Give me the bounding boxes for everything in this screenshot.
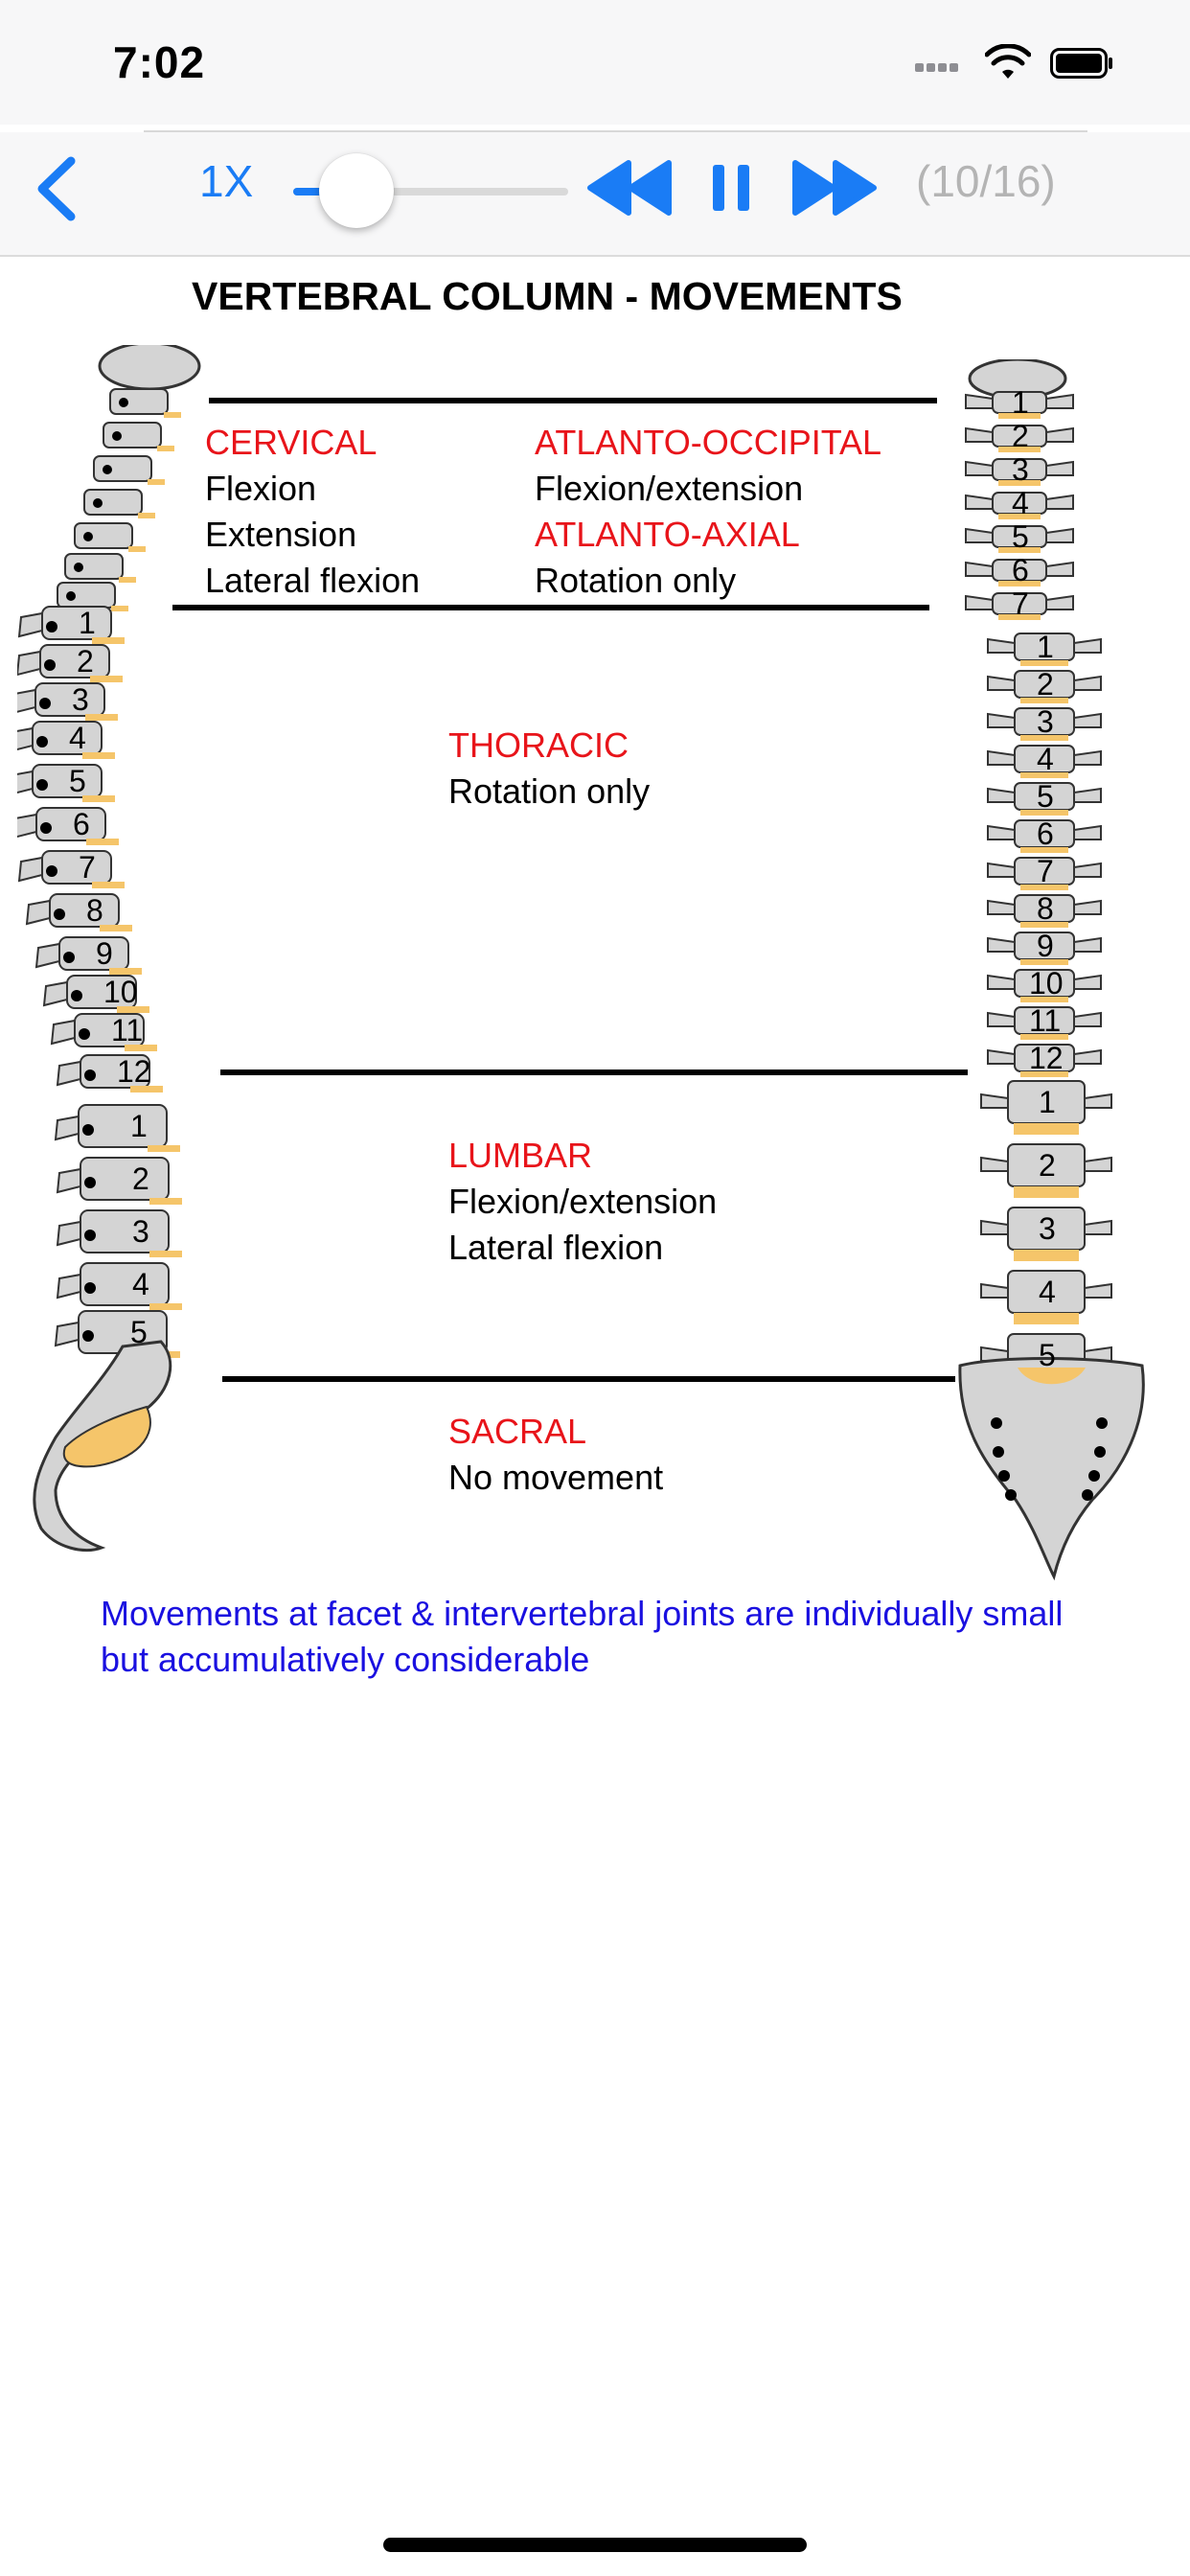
back-chevron-icon[interactable] (29, 155, 86, 222)
cervical-line: Lateral flexion (205, 561, 421, 600)
divider (220, 1070, 968, 1075)
page-counter: (10/16) (916, 156, 1056, 206)
status-time: 7:02 (113, 37, 206, 87)
vertebra-label: 1 (1039, 1085, 1056, 1119)
atlanto-axial-line: Rotation only (535, 561, 737, 600)
vertebra-label: 1 (130, 1109, 148, 1143)
vertebra-label: 4 (1039, 1275, 1056, 1309)
vertebra-label: 3 (72, 682, 89, 717)
vertebra-label: 4 (1037, 742, 1054, 776)
vertebra-label: 12 (1029, 1041, 1064, 1075)
home-indicator (383, 2538, 807, 2552)
divider (222, 1376, 955, 1382)
vertebra-label: 6 (1012, 553, 1029, 587)
rewind-icon[interactable] (586, 159, 673, 217)
vertebra-label: 9 (96, 936, 113, 971)
vertebra-label: 2 (77, 644, 94, 678)
vertebra-label: 7 (1012, 586, 1029, 621)
progress-slider[interactable] (293, 188, 568, 196)
thoracic-line: Rotation only (448, 771, 651, 811)
vertebra-label: 4 (69, 721, 86, 755)
progress-slider-thumb[interactable] (319, 153, 394, 228)
cervical-heading: CERVICAL (205, 423, 378, 462)
lumbar-line: Lateral flexion (448, 1228, 664, 1267)
vertebra-label: 1 (1037, 630, 1054, 664)
vertebra-label: 10 (1029, 966, 1064, 1000)
vertebra-label: 1 (1012, 385, 1029, 420)
vertebra-label: 3 (132, 1214, 149, 1249)
slide-note: Movements at facet & intervertebral join… (101, 1594, 1064, 1679)
vertebra-label: 4 (1012, 486, 1029, 520)
playback-speed-button[interactable]: 1X (199, 156, 254, 206)
vertebra-label: 11 (111, 1013, 143, 1047)
divider (144, 130, 1087, 132)
lumbar-line: Flexion/extension (448, 1182, 718, 1221)
atlanto-axial-heading: ATLANTO-AXIAL (535, 515, 800, 554)
battery-icon (1050, 48, 1112, 79)
vertebra-label: 11 (1029, 1003, 1061, 1038)
vertebra-label: 2 (132, 1162, 149, 1196)
sacral-line: No movement (448, 1458, 664, 1497)
atlanto-occipital-line: Flexion/extension (535, 469, 804, 508)
slide-title: VERTEBRAL COLUMN - MOVEMENTS (192, 274, 903, 318)
divider (172, 605, 929, 610)
vertebra-label: 2 (1012, 419, 1029, 453)
cervical-line: Flexion (205, 469, 317, 508)
wifi-icon (985, 44, 1031, 79)
fast-forward-icon[interactable] (791, 159, 878, 217)
cellular-signal-icon (915, 59, 961, 77)
cervical-line: Extension (205, 515, 357, 554)
vertebra-label: 2 (1037, 667, 1054, 702)
vertebra-label: 7 (1037, 854, 1054, 888)
player-toolbar (0, 132, 1190, 257)
vertebra-label: 10 (103, 975, 138, 1009)
vertebra-label: 5 (1037, 779, 1054, 814)
vertebra-label: 6 (73, 807, 90, 841)
vertebra-label: 5 (130, 1315, 148, 1349)
vertebra-label: 8 (86, 893, 103, 928)
vertebra-label: 12 (117, 1054, 151, 1089)
sacral-heading: SACRAL (448, 1412, 587, 1451)
divider (209, 398, 937, 403)
vertebra-label: 7 (79, 850, 96, 885)
vertebra-label: 3 (1037, 704, 1054, 739)
vertebra-label: 8 (1037, 891, 1054, 926)
vertebra-label: 5 (1012, 519, 1029, 554)
pause-icon[interactable] (707, 159, 755, 217)
lumbar-heading: LUMBAR (448, 1136, 593, 1175)
vertebra-label: 4 (132, 1267, 149, 1301)
vertebra-label: 5 (69, 764, 86, 798)
vertebra-label: 2 (1039, 1148, 1056, 1183)
vertebra-label: 6 (1037, 816, 1054, 851)
atlanto-occipital-heading: ATLANTO-OCCIPITAL (535, 423, 882, 462)
vertebra-label: 3 (1039, 1211, 1056, 1246)
thoracic-heading: THORACIC (448, 725, 629, 765)
vertebra-label: 9 (1037, 929, 1054, 963)
vertebra-label: 5 (1039, 1338, 1056, 1372)
vertebra-label: 3 (1012, 452, 1029, 487)
vertebra-label: 1 (79, 606, 96, 640)
